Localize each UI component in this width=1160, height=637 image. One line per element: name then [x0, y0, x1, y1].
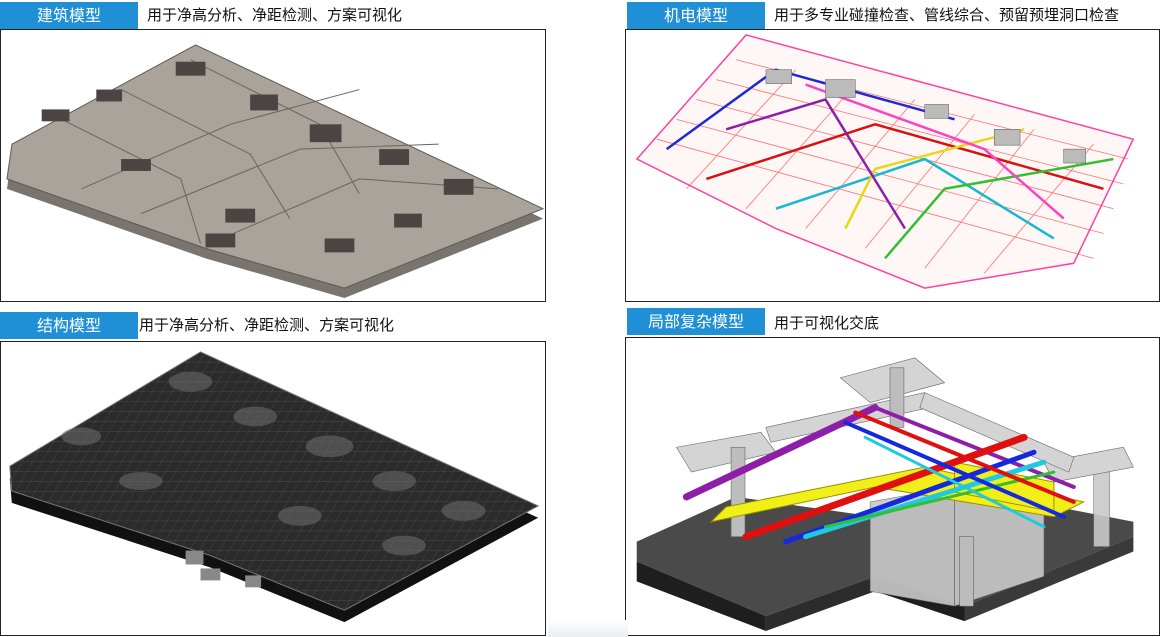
struct-core-areas: [61, 371, 486, 556]
arch-core-blocks: [41, 61, 474, 253]
structure-model-tag: 结构模型: [0, 312, 138, 339]
mep-model-drawing: [635, 34, 1135, 289]
detail-model-description: 用于可视化交底: [774, 314, 880, 332]
detail-base-front-mid: [765, 576, 876, 632]
mep-equipment: [765, 69, 1086, 164]
architecture-model-image: [0, 29, 546, 302]
detail-pipes: [682, 404, 1076, 545]
detail-base-front-right-b: [964, 536, 1134, 622]
detail-model-drawing: [636, 357, 1134, 632]
mep-model-description: 用于多专业碰撞检查、管线综合、预留预埋洞口检查: [774, 6, 1120, 24]
mep-model-tag: 机电模型: [627, 2, 765, 29]
mep-model-image: [625, 29, 1160, 302]
structure-model-image: [0, 341, 546, 636]
struct-ramp: [185, 550, 262, 588]
structure-model-description: 用于净高分析、净距检测、方案可视化: [139, 316, 395, 334]
mep-floor-outline: [635, 34, 1135, 289]
architecture-model-description: 用于净高分析、净距检测、方案可视化: [147, 6, 403, 24]
architecture-model-tag: 建筑模型: [0, 2, 138, 29]
architecture-model-drawing: [6, 44, 545, 299]
detail-base-front-left: [636, 561, 766, 632]
arch-slab-top: [6, 44, 545, 289]
detail-model-tag: 局部复杂模型: [627, 308, 765, 335]
struct-slab-grid: [9, 351, 539, 611]
detail-model-image: [625, 337, 1160, 636]
structure-model-drawing: [9, 351, 540, 623]
corner-shade: [548, 620, 628, 637]
